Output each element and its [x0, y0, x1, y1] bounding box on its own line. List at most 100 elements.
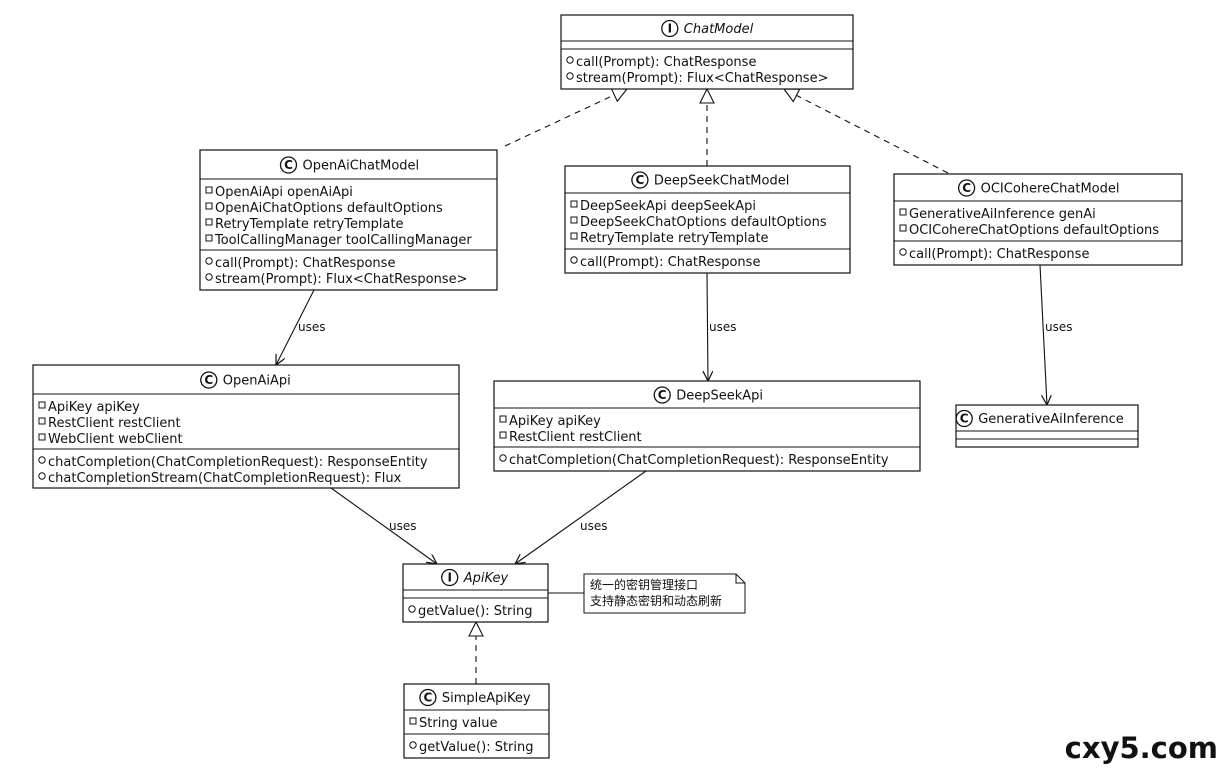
field-item: WebClient webClient [48, 432, 183, 447]
class-badge-icon [957, 179, 976, 197]
class-name: GenerativeAiInference [978, 412, 1124, 427]
realization-edge-deepseek-chat-model-to-chat-model [699, 87, 715, 166]
watermark-text: cxy5.com [1065, 731, 1218, 765]
private-visibility-icon [570, 200, 578, 208]
field-item: OpenAiApi openAiApi [215, 185, 353, 200]
realization-edge-oci-cohere-chat-model-to-chat-model [782, 88, 949, 174]
class-border [560, 14, 854, 90]
class-box-oci-cohere-chat-model[interactable]: C OCICohereChatModelGenerativeAiInference… [893, 173, 1183, 266]
class-border [893, 173, 1183, 266]
method-item: call(Prompt): ChatResponse [909, 247, 1089, 262]
public-visibility-icon [570, 256, 578, 264]
field-item: GenerativeAiInference genAi [909, 207, 1096, 222]
hollow-triangle-arrowhead-icon [610, 88, 629, 103]
stereotype-letter: C [962, 181, 971, 195]
class-border [955, 404, 1139, 448]
public-visibility-icon [499, 454, 507, 462]
field-item: ToolCallingManager toolCallingManager [214, 233, 472, 248]
private-visibility-icon [38, 401, 46, 409]
class-name: DeepSeekApi [676, 389, 763, 404]
relation-label: uses [709, 320, 737, 334]
private-visibility-icon [205, 202, 213, 210]
association-line [707, 272, 708, 381]
private-visibility-icon [570, 216, 578, 224]
field-item: ApiKey apiKey [48, 400, 140, 415]
interface-badge-icon [661, 19, 679, 38]
realization-edge-simple-api-key-to-api-key [468, 620, 484, 684]
private-visibility-icon [570, 232, 578, 240]
realization-edge-openai-chat-model-to-chat-model [504, 88, 629, 147]
method-item: stream(Prompt): Flux<ChatResponse> [576, 71, 828, 86]
hollow-triangle-arrowhead-icon [699, 87, 715, 104]
method-item: getValue(): String [419, 740, 534, 755]
field-item: String value [419, 716, 497, 731]
association-edge-openai-chat-model-to-openai-api: uses [276, 289, 326, 365]
public-visibility-icon [899, 248, 907, 256]
realization-line [796, 94, 949, 174]
public-visibility-icon [38, 456, 46, 464]
private-visibility-icon [205, 218, 213, 226]
stereotype-letter: I [447, 571, 451, 585]
method-item: chatCompletionStream(ChatCompletionReque… [48, 471, 402, 486]
field-item: OpenAiChatOptions defaultOptions [215, 201, 443, 216]
method-item: call(Prompt): ChatResponse [576, 55, 756, 70]
class-badge-icon [653, 386, 671, 404]
stereotype-letter: C [204, 373, 213, 387]
association-line [515, 470, 647, 564]
public-visibility-icon [205, 273, 213, 281]
field-item: RestClient restClient [48, 416, 181, 431]
field-item: RetryTemplate retryTemplate [215, 217, 404, 232]
hollow-triangle-arrowhead-icon [468, 620, 484, 637]
class-name: SimpleApiKey [442, 691, 531, 706]
method-item: chatCompletion(ChatCompletionRequest): R… [509, 453, 889, 468]
class-border [564, 165, 851, 274]
private-visibility-icon [499, 415, 507, 423]
class-badge-icon [279, 156, 298, 174]
association-edge-oci-cohere-chat-model-to-generative-ai-inference: uses [1039, 264, 1073, 405]
association-line [276, 289, 315, 365]
method-item: call(Prompt): ChatResponse [215, 256, 395, 271]
class-border [199, 149, 498, 291]
class-name: ChatModel [684, 22, 754, 37]
association-edge-openai-api-to-api-key: uses [330, 487, 437, 564]
class-badge-icon [419, 688, 437, 707]
field-item: DeepSeekApi deepSeekApi [580, 199, 756, 214]
class-name: ApiKey [463, 571, 509, 586]
class-badge-icon [631, 171, 649, 189]
public-visibility-icon [38, 472, 46, 480]
note-line: 支持静态密钥和动态刷新 [590, 593, 722, 608]
class-name: DeepSeekChatModel [654, 174, 789, 189]
realization-line [504, 94, 615, 147]
note-folded-corner-icon [735, 574, 745, 584]
private-visibility-icon [409, 717, 417, 725]
public-visibility-icon [566, 56, 574, 64]
public-visibility-icon [408, 605, 416, 613]
class-name: OpenAiApi [223, 374, 291, 389]
field-item: RetryTemplate retryTemplate [580, 231, 769, 246]
class-name: OCICohereChatModel [981, 182, 1120, 197]
private-visibility-icon [205, 234, 213, 242]
relation-label: uses [1045, 320, 1073, 334]
class-border [32, 364, 460, 489]
method-item: stream(Prompt): Flux<ChatResponse> [215, 272, 467, 287]
stereotype-letter: C [635, 173, 644, 187]
private-visibility-icon [899, 208, 907, 216]
stereotype-letter: C [658, 388, 667, 402]
class-name: OpenAiChatModel [303, 159, 420, 174]
class-border [493, 380, 921, 472]
method-item: chatCompletion(ChatCompletionRequest): R… [48, 455, 428, 470]
stereotype-letter: C [423, 691, 432, 705]
association-line [330, 487, 437, 564]
